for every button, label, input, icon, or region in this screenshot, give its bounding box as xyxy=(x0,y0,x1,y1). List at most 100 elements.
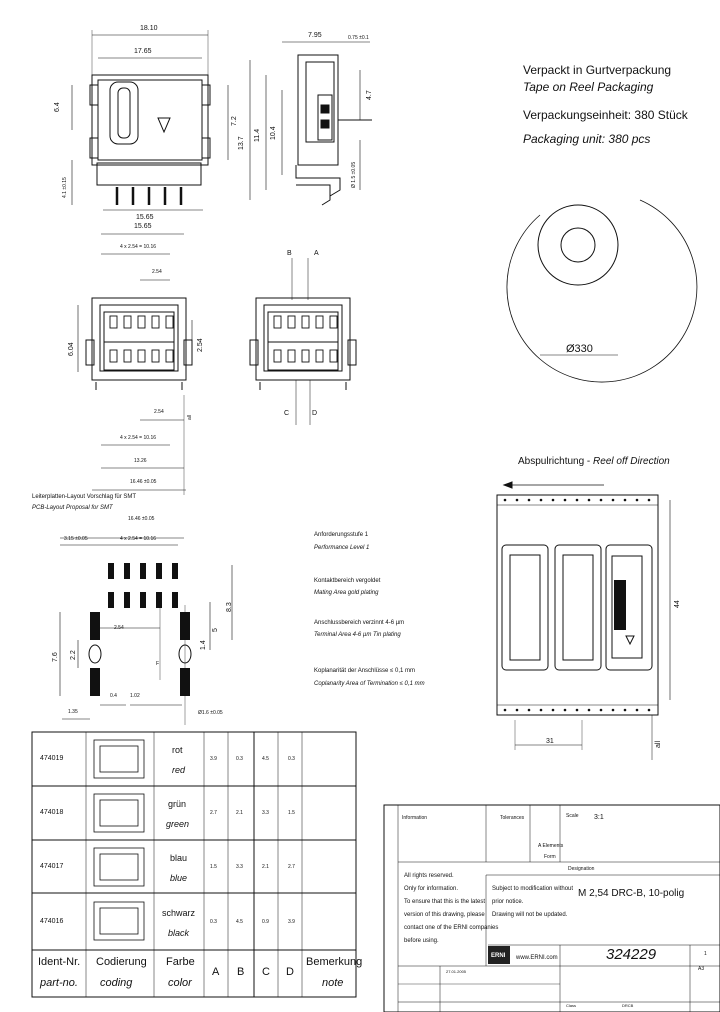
tb-subject-2: prior notice. xyxy=(492,899,524,905)
dim-front-13-26: 13.26 xyxy=(134,458,147,464)
header-color: Farbe xyxy=(166,956,195,968)
row-2-b: 2.1 xyxy=(236,810,243,816)
row-1-d: 0.3 xyxy=(288,756,295,762)
dim-front-6-04: 6.04 xyxy=(68,342,75,356)
dim-front-all: all xyxy=(187,414,193,420)
dim-6-4: 6.4 xyxy=(54,102,61,112)
dim-18-10: 18.10 xyxy=(140,25,158,32)
title-block-grid xyxy=(383,804,720,1012)
tb-projection: A Elements xyxy=(538,843,564,849)
pcb-dim-0-4: 0.4 xyxy=(110,693,117,699)
tape-perforations xyxy=(503,498,651,712)
note-3-en: Terminal Area 4-6 µm Tin plating xyxy=(314,632,401,638)
row-1-a: 3.9 xyxy=(210,756,217,762)
dim-front-b-pitch-total: 4 x 2.54 = 10.16 xyxy=(120,435,157,441)
tape-dim-44: 44 xyxy=(674,600,681,608)
dim-front-pitch-total: 4 x 2.54 = 10.16 xyxy=(120,244,157,250)
pcb-dim-8-3: 8.3 xyxy=(226,602,233,612)
dim-front-16-46: 16.46 ±0.05 xyxy=(130,479,157,485)
row-3-id: 474017 xyxy=(40,863,64,870)
pcb-layout xyxy=(59,537,233,725)
reel-off-label-en: Reel off Direction xyxy=(593,456,670,467)
dim-7-95: 7.95 xyxy=(308,32,322,39)
header-d: D xyxy=(286,966,294,978)
row-2-color-en: green xyxy=(166,819,190,829)
tb-drawing-no: 324229 xyxy=(606,946,657,963)
row-2-c: 3.3 xyxy=(262,810,269,816)
coding-label-c: C xyxy=(284,410,290,417)
tb-class: Class xyxy=(566,1003,577,1008)
dim-13-7: 13.7 xyxy=(238,136,245,150)
coding-label-b: B xyxy=(287,250,292,257)
coding-label-a: A xyxy=(314,250,319,257)
pcb-dim-pitch: 4 x 2.54 = 10.16 xyxy=(120,536,157,542)
reel-off-label-de: Abspulrichtung - xyxy=(518,456,594,467)
tb-size: A3 xyxy=(698,966,705,972)
pcb-title-de: Leiterplatten-Layout Vorschlag für SMT xyxy=(32,494,137,500)
row-1-b: 0.3 xyxy=(236,756,243,762)
tape-drawing xyxy=(496,481,671,760)
pcb-dim-1-02: 1.02 xyxy=(130,693,140,699)
row-3-d: 2.7 xyxy=(288,864,295,870)
packaging-title-en: Tape on Reel Packaging xyxy=(523,80,654,94)
note-4-en: Coplanarity Area of Termination ≤ 0,1 mm xyxy=(314,681,425,687)
row-4-d: 3.9 xyxy=(288,919,295,925)
row-1-color-de: rot xyxy=(172,745,183,755)
dim-15-65-top: 15.65 xyxy=(136,214,154,221)
header-a: A xyxy=(212,966,220,978)
row-3-c: 2.1 xyxy=(262,864,269,870)
reel-off-direction: Abspulrichtung - Reel off Direction xyxy=(518,457,670,467)
tape-dim-all: all xyxy=(655,740,662,748)
header-coding-en: coding xyxy=(100,977,133,989)
pcb-dim-f: F xyxy=(156,661,160,667)
tb-rights-3: To ensure that this is the latest xyxy=(404,899,486,905)
tb-rights-5: contact one of the ERNI companies xyxy=(404,925,499,931)
pcb-dim-7-6: 7.6 xyxy=(52,652,59,662)
row-3-color-de: blau xyxy=(170,853,188,863)
packaging-unit-de: Verpackungseinheit: 380 Stück xyxy=(523,108,688,122)
pcb-dim-2-2: 2.2 xyxy=(70,650,77,660)
tb-logo-text: ERNI xyxy=(491,953,506,959)
row-1-c: 4.5 xyxy=(262,756,269,762)
erni-logo xyxy=(488,946,510,964)
pcb-dim-3-15: 3.15 ±0.05 xyxy=(64,536,88,542)
row-3-color-en: blue xyxy=(170,873,188,883)
note-2-de: Kontaktbereich vergoldet xyxy=(314,578,381,584)
pcb-dim-1-6: Ø1.6 ±0.05 xyxy=(198,710,223,716)
tb-rights-1: All rights reserved. xyxy=(404,873,454,879)
row-4-b: 4.5 xyxy=(236,919,243,925)
parts-table-grid xyxy=(31,731,357,998)
header-coding: Codierung xyxy=(96,956,147,968)
dim-0-75: 0.75 ±0.1 xyxy=(348,35,369,41)
header-ident: Ident-Nr. xyxy=(38,956,81,968)
header-b: B xyxy=(237,966,245,978)
front-view-connector xyxy=(77,233,193,495)
dim-front-pitch: 2.54 xyxy=(152,269,162,275)
dim-10-4: 10.4 xyxy=(270,126,277,140)
tb-designation: M 2,54 DRC-B, 10-polig xyxy=(578,888,685,899)
tb-scale-label: Scale xyxy=(566,813,579,819)
row-2-d: 1.5 xyxy=(288,810,295,816)
row-2-id: 474018 xyxy=(40,809,64,816)
row-4-id: 474016 xyxy=(40,918,64,925)
tb-rights-2: Only for information. xyxy=(404,886,459,892)
dim-11-4: 11.4 xyxy=(254,128,261,142)
note-3-de: Anschlussbereich verzinnt 4-6 µm xyxy=(314,620,405,626)
dim-1-5: Ø 1.5 ±0.05 xyxy=(351,161,357,188)
coding-view-connector xyxy=(249,258,357,425)
tb-date: 27.01.2005 xyxy=(446,969,467,974)
tb-form: Form xyxy=(544,854,556,860)
row-4-color-de: schwarz xyxy=(162,908,196,918)
dim-4-1: 4.1 ±0.15 xyxy=(62,177,68,198)
row-3-b: 3.3 xyxy=(236,864,243,870)
row-4-a: 0.3 xyxy=(210,919,217,925)
pcb-title-en: PCB-Layout Proposal for SMT xyxy=(32,505,113,511)
tb-subject-3: Drawing will not be updated. xyxy=(492,912,568,918)
tape-dim-31: 31 xyxy=(546,738,554,745)
dim-front-b-2-54: 2.54 xyxy=(154,409,164,415)
tb-designation-label: Designation xyxy=(568,866,595,872)
dim-4-7: 4.7 xyxy=(366,90,373,100)
row-1-color-en: red xyxy=(172,765,186,775)
tb-scale-value: 3:1 xyxy=(594,814,604,821)
top-view-connector xyxy=(71,30,229,211)
